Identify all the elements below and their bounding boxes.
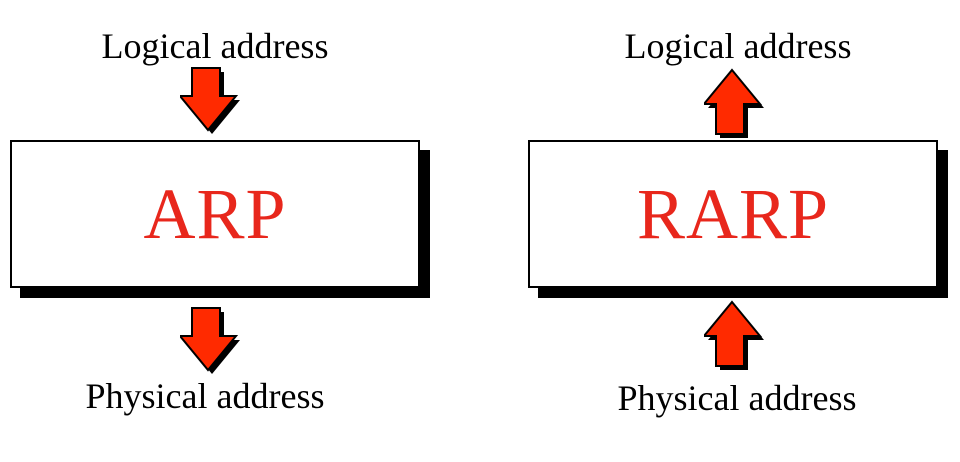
rarp-physical-address-label: Physical address <box>617 378 857 418</box>
rarp-logical-address-label: Logical address <box>624 26 852 66</box>
arp-logical-address-label: Logical address <box>101 26 329 66</box>
rarp-box-title: RARP <box>636 174 830 254</box>
arp-box-title: ARP <box>143 174 287 254</box>
down-arrow-icon <box>180 67 240 134</box>
rarp-box: RARP <box>528 140 938 288</box>
down-arrow-icon <box>180 307 240 374</box>
arp-physical-address-label: Physical address <box>85 376 325 416</box>
arp-box: ARP <box>10 140 420 288</box>
up-arrow-icon <box>704 300 764 370</box>
up-arrow-icon <box>704 68 764 138</box>
